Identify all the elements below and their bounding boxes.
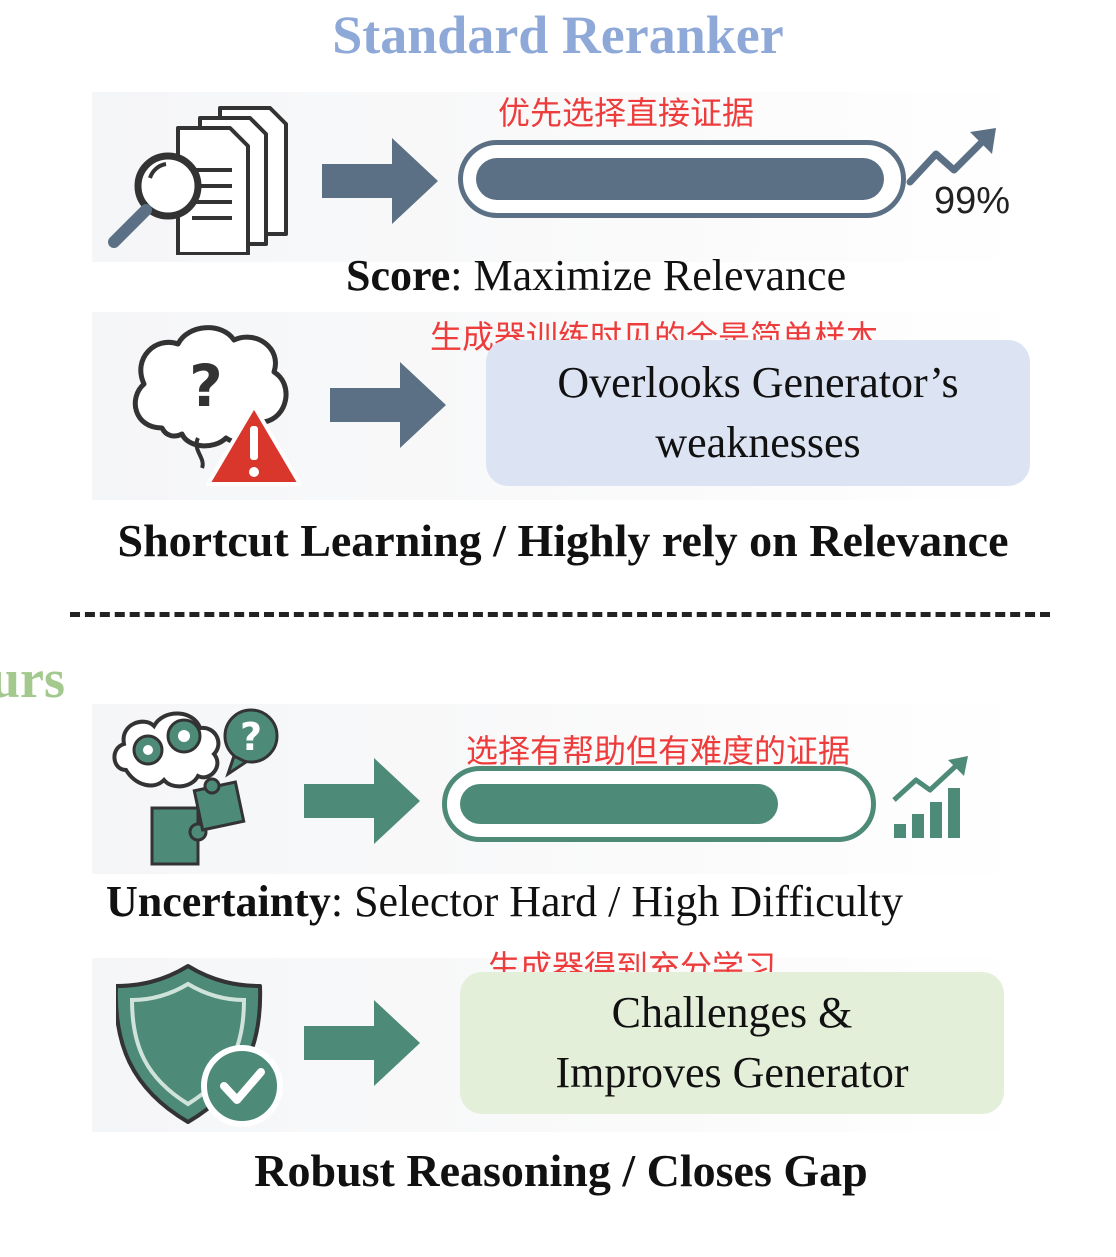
ours-row1-arrow-icon — [304, 758, 420, 844]
standard-conclusion: Shortcut Learning / Highly rely on Relev… — [117, 515, 1009, 566]
standard-outcome-line1: Overlooks Generator’s — [557, 358, 959, 407]
document-search-icon — [108, 106, 288, 255]
standard-row1-arrow-icon — [322, 138, 438, 224]
standard-row1-caption: Score: Maximize Relevance — [346, 250, 846, 301]
ours-row1-caption-rest: : Selector Hard / High Difficulty — [330, 877, 904, 926]
ours-difficulty-bar-fill — [460, 784, 778, 824]
standard-row1-caption-rest: : Maximize Relevance — [450, 251, 847, 300]
ours-outcome-line1: Challenges & — [611, 988, 853, 1037]
gears-puzzle-icon: ? — [112, 708, 279, 866]
ours-row1-note: 选择有帮助但有难度的证据 — [466, 732, 851, 770]
standard-row1-caption-bold: Score — [346, 251, 451, 300]
section-divider — [70, 612, 1050, 617]
standard-relevance-bar-fill — [476, 158, 884, 200]
ours-row2-arrow-icon — [304, 1000, 420, 1086]
ours-row1-caption: Uncertainty: Selector Hard / High Diffic… — [106, 876, 903, 927]
ours-conclusion: Robust Reasoning / Closes Gap — [254, 1145, 868, 1196]
shield-check-icon — [116, 964, 283, 1127]
standard-percent-label: 99% — [934, 180, 1011, 222]
ours-outcome-line2: Improves Generator — [555, 1048, 909, 1097]
standard-outcome-box: Overlooks Generator’s weaknesses — [486, 340, 1030, 486]
standard-title: Standard Reranker — [332, 5, 784, 65]
ours-outcome-box: Challenges & Improves Generator — [460, 972, 1004, 1114]
ours-difficulty-bar — [442, 766, 876, 842]
ours-row1-caption-bold: Uncertainty — [106, 877, 331, 926]
brain-question-warning-icon: ? — [132, 325, 302, 486]
standard-row2-arrow-icon — [330, 362, 446, 448]
svg-text:?: ? — [240, 715, 262, 759]
svg-text:?: ? — [189, 352, 223, 420]
rising-bars-icon — [892, 756, 968, 838]
standard-row1-note: 优先选择直接证据 — [498, 94, 755, 132]
trend-up-icon — [906, 128, 996, 186]
ours-title: Ours — [0, 649, 66, 709]
standard-outcome-line2: weaknesses — [655, 418, 861, 467]
standard-relevance-bar — [458, 140, 906, 218]
